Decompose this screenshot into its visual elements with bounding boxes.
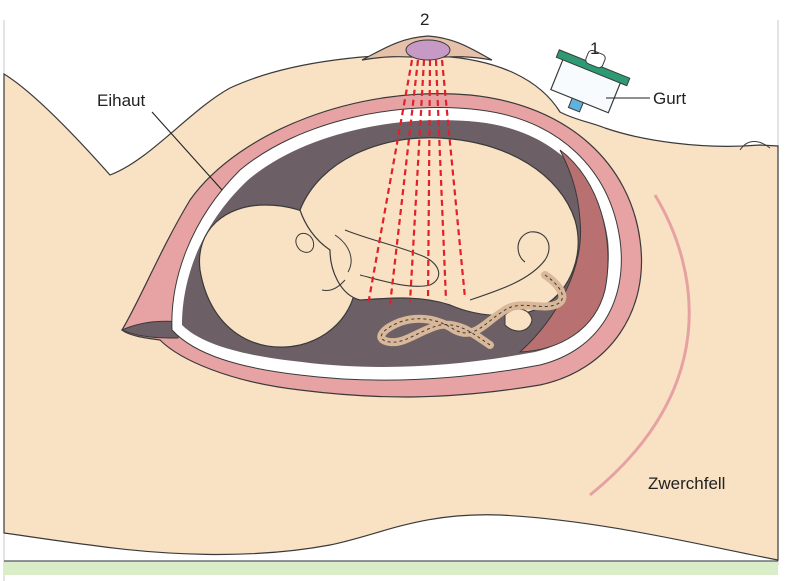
label-probe-number: 1 bbox=[590, 39, 599, 58]
label-gurt: Gurt bbox=[653, 89, 686, 108]
transducer-gel bbox=[406, 40, 450, 60]
label-transducer-number: 2 bbox=[420, 10, 429, 29]
examination-table bbox=[4, 561, 778, 575]
fetal-foot bbox=[505, 309, 532, 331]
label-eihaut: Eihaut bbox=[97, 91, 145, 110]
label-zwerchfell: Zwerchfell bbox=[648, 474, 725, 493]
